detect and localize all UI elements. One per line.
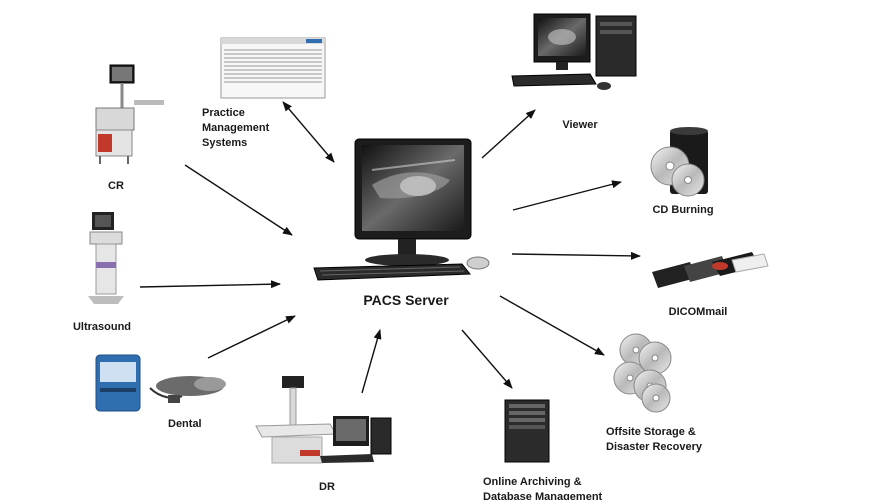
ultrasound-label: Ultrasound (73, 321, 131, 333)
ultrasound-device (88, 212, 124, 304)
pacs-keyboard (313, 263, 472, 281)
dr-device (255, 376, 392, 464)
dicommail-label: DICOMmail (669, 306, 728, 318)
arrow-pacs-archiving (461, 329, 513, 389)
cr-label: CR (108, 180, 124, 192)
offsite-storage-label: Offsite Storage & Disaster Recovery (606, 426, 703, 453)
practice-label-line-3: Systems (202, 137, 247, 149)
offsite-label-line-2: Disaster Recovery (606, 441, 703, 453)
arrow-ultrasound-pacs (139, 280, 281, 289)
cd-burning-label: CD Burning (652, 204, 713, 216)
arrow-dental-pacs (207, 315, 296, 359)
offsite-storage-discs (613, 333, 672, 413)
viewer-workstation (511, 13, 637, 90)
offsite-label-line-1: Offsite Storage & (606, 426, 696, 438)
dr-label: DR (319, 481, 335, 493)
archiving-label-line-2: Database Management (483, 491, 603, 500)
practice-management-label: Practice Management Systems (202, 107, 272, 149)
pacs-mouse (466, 256, 490, 270)
archiving-server-tower (504, 399, 550, 463)
arrow-cr-pacs (184, 164, 293, 236)
arrow-dr-pacs (361, 329, 382, 394)
dental-device (95, 354, 226, 412)
dental-label: Dental (168, 418, 202, 430)
arrow-pacs-dicommail (511, 251, 641, 260)
connection-arrows (139, 101, 641, 394)
arrow-practice-pacs (282, 101, 335, 163)
archiving-label-line-1: Online Archiving & (483, 476, 582, 488)
pacs-server-label: PACS Server (363, 292, 449, 308)
cr-device (95, 64, 164, 164)
cd-burning-icon (650, 127, 708, 197)
practice-label-line-2: Management (202, 122, 270, 134)
pacs-server-workstation (313, 138, 490, 281)
practice-label-line-1: Practice (202, 107, 245, 119)
arrow-pacs-cd (512, 180, 622, 211)
arrow-pacs-offsite (499, 295, 605, 356)
archiving-label: Online Archiving & Database Management (483, 476, 603, 500)
arrow-pacs-viewer (481, 109, 536, 159)
practice-management-screenshot (220, 37, 326, 99)
viewer-label: Viewer (562, 119, 598, 131)
dicommail-icon (652, 252, 769, 288)
